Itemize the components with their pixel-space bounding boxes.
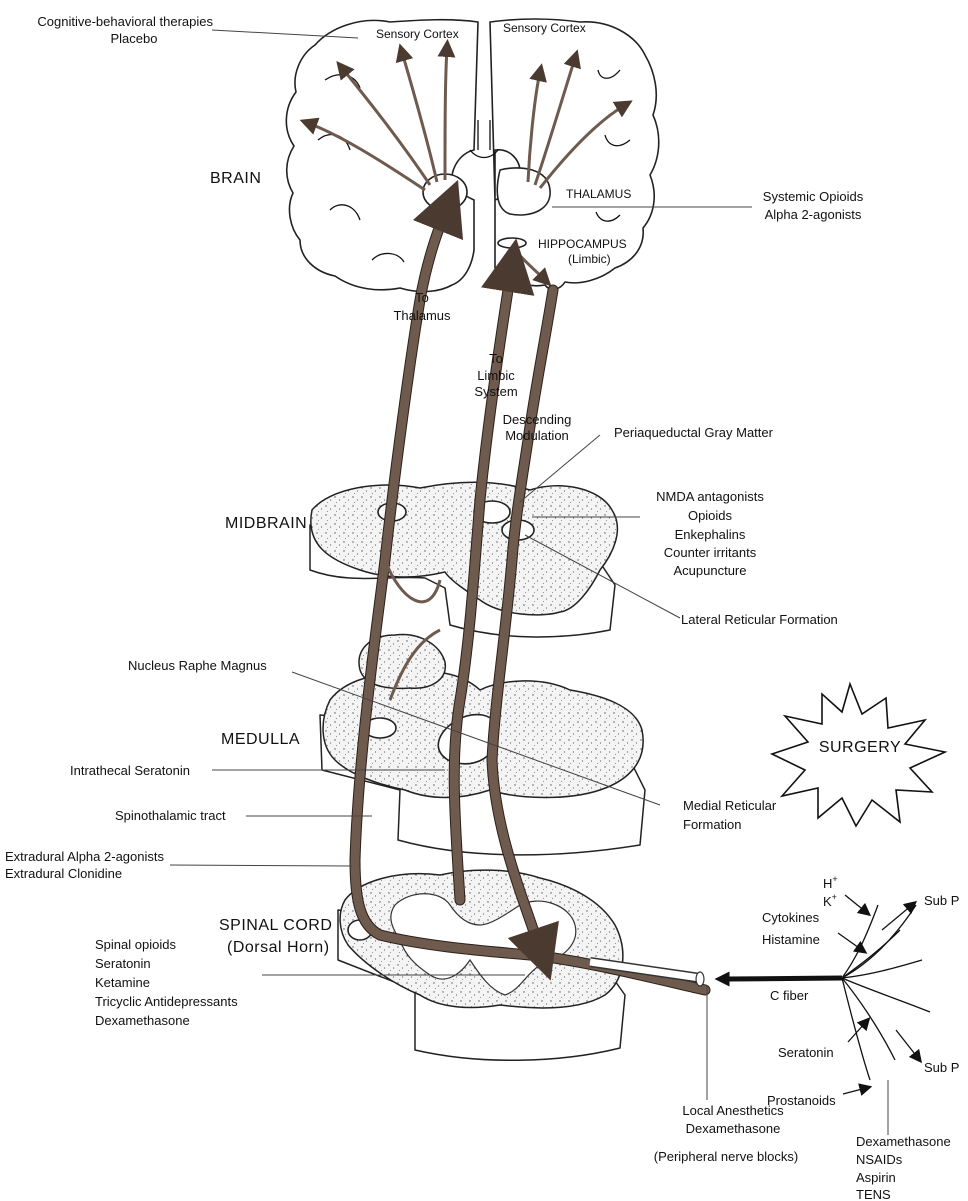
nmda-line1: NMDA antagonists (656, 489, 764, 504)
lateral-reticular-label: Lateral Reticular Formation (681, 612, 838, 627)
left-hemisphere (286, 20, 478, 292)
to-limbic-line2: Limbic (477, 368, 515, 383)
hippocampus-label: HIPPOCAMPUS (538, 237, 627, 251)
descending-line2: Modulation (505, 428, 569, 443)
to-limbic-line1: To (489, 351, 503, 366)
intrathecal-label: Intrathecal Seratonin (70, 763, 190, 778)
extradural-line2: Extradural Clonidine (5, 866, 122, 881)
spinal-drug-3: Ketamine (95, 975, 150, 990)
thalamus-label: THALAMUS (566, 187, 631, 201)
midbrain-label: MIDBRAIN (225, 515, 307, 532)
brain-label: BRAIN (210, 170, 261, 187)
midbrain-section: MIDBRAIN (225, 482, 617, 637)
raphe-label: Nucleus Raphe Magnus (128, 658, 267, 673)
to-thalamus-line2: Thalamus (393, 308, 451, 323)
spinal-drug-5: Dexamethasone (95, 1013, 190, 1028)
periphery-section: SURGERY H+ K+ Cytokines Histamine C fibe… (722, 684, 959, 1108)
spinal-cord-section: SPINAL CORD (Dorsal Horn) (219, 870, 625, 1060)
sensory-cortex-left-label: Sensory Cortex (376, 27, 459, 41)
sub-p-top-label: Sub P (924, 893, 959, 908)
peripheral-blocks-label: (Peripheral nerve blocks) (654, 1149, 799, 1164)
brain-section: Sensory Cortex Sensory Cortex THALAMUS H… (286, 19, 658, 292)
to-thalamus-line1: To (415, 290, 429, 305)
systemic-line2: Alpha 2-agonists (765, 207, 862, 222)
to-limbic-line3: System (474, 384, 517, 399)
h-ion-label: H+ (823, 874, 838, 891)
medial-reticular-line1: Medial Reticular (683, 798, 777, 813)
sensory-cortex-right-label: Sensory Cortex (503, 21, 586, 35)
sub-p-bottom-label: Sub P (924, 1060, 959, 1075)
cognitive-line2: Placebo (111, 31, 158, 46)
k-ion-label: K+ (823, 892, 837, 909)
spinal-drug-1: Spinal opioids (95, 937, 176, 952)
extradural-line1: Extradural Alpha 2-agonists (5, 849, 164, 864)
nmda-line3: Enkephalins (675, 527, 746, 542)
spinal-drug-4: Tricyclic Antidepressants (95, 994, 238, 1009)
limbic-label: (Limbic) (568, 252, 611, 266)
medulla-section: MEDULLA (221, 635, 645, 855)
seratonin-periphery-label: Seratonin (778, 1045, 834, 1060)
peripheral-drug-2: NSAIDs (856, 1152, 903, 1167)
periaqueductal-label: Periaqueductal Gray Matter (614, 425, 774, 440)
spinothalamic-label: Spinothalamic tract (115, 808, 226, 823)
medial-reticular-line2: Formation (683, 817, 742, 832)
descending-line1: Descending (503, 412, 572, 427)
nmda-line4: Counter irritants (664, 545, 757, 560)
nmda-line5: Acupuncture (674, 563, 747, 578)
dorsal-horn-label: (Dorsal Horn) (227, 939, 330, 956)
medulla-label: MEDULLA (221, 731, 300, 748)
spinal-cord-label: SPINAL CORD (219, 917, 332, 934)
peripheral-drug-1: Dexamethasone (856, 1134, 951, 1149)
cognitive-line1: Cognitive-behavioral therapies (37, 14, 213, 29)
prostanoids-label: Prostanoids (767, 1093, 836, 1108)
local-anesthetics-line2: Dexamethasone (686, 1121, 781, 1136)
c-fiber-label: C fiber (770, 988, 809, 1003)
peripheral-drug-4: TENS (856, 1187, 891, 1201)
hippocampus-shape (498, 238, 526, 248)
nmda-line2: Opioids (688, 508, 733, 523)
surgery-label: SURGERY (819, 739, 901, 756)
histamine-label: Histamine (762, 932, 820, 947)
peripheral-drug-3: Aspirin (856, 1170, 896, 1185)
thalamus-right (497, 168, 550, 215)
systemic-line1: Systemic Opioids (763, 189, 864, 204)
spinal-drug-2: Seratonin (95, 956, 151, 971)
cytokines-label: Cytokines (762, 910, 820, 925)
